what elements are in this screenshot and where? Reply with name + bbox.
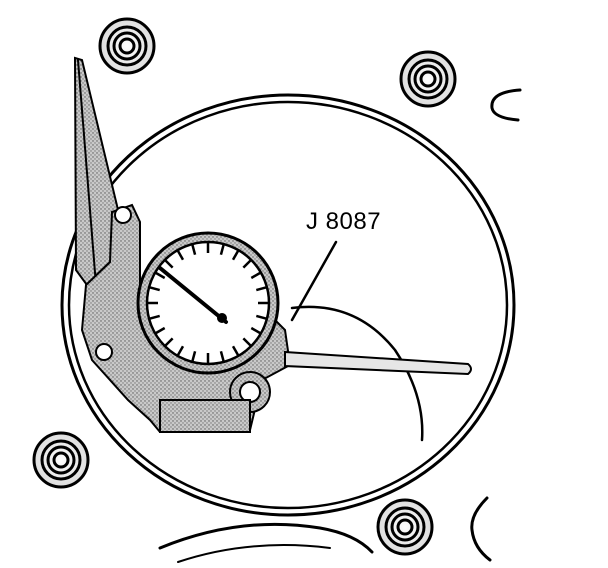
dial-tick (176, 345, 185, 357)
dial-needle (158, 266, 228, 324)
dial-tick (231, 249, 240, 261)
dial-tick (154, 271, 166, 280)
dial-tick (191, 243, 197, 256)
dial-ticks (147, 242, 269, 364)
handle-edge (77, 59, 97, 286)
dial-tick (255, 314, 268, 320)
cylinder-bore-inner (67, 100, 509, 510)
gauge-base-block (159, 399, 251, 433)
adjacent-bore-arc-right (490, 88, 522, 122)
dial-tick (231, 345, 240, 357)
dial-indicator (136, 231, 280, 375)
bolt-hole-top-left (98, 17, 156, 75)
clamp-screw-left (95, 343, 113, 361)
clamp-screw-top (114, 206, 132, 224)
tool-callout-label: J 8087 (306, 208, 382, 235)
dial-tick (219, 243, 225, 256)
dial-tick (176, 249, 185, 261)
dial-tick (242, 258, 253, 269)
dial-tick (148, 314, 161, 320)
bolt-hole-bottom-right (376, 498, 434, 556)
bore-reference-arc (290, 305, 424, 442)
dial-tick (163, 258, 174, 269)
adjacent-bore-arc-bottom (158, 522, 374, 554)
adjacent-bore-arc-bottom-2 (177, 544, 331, 563)
cylinder-bore-outer (60, 93, 516, 517)
dial-tick (163, 337, 174, 348)
adjacent-bore-arc-bottom-right (470, 496, 492, 562)
dial-tick (250, 271, 262, 280)
dial-tick (148, 286, 161, 292)
dial-tick (154, 326, 166, 335)
dial-tick (255, 286, 268, 292)
dial-center (217, 313, 227, 323)
dial-tick (242, 337, 253, 348)
dial-tick (250, 326, 262, 335)
bolt-hole-bottom-left (32, 431, 90, 489)
contact-rod (284, 350, 472, 376)
callout-leader-line (290, 240, 338, 322)
dial-tick (219, 350, 225, 363)
dial-tick (191, 350, 197, 363)
bolt-hole-top-right (399, 50, 457, 108)
